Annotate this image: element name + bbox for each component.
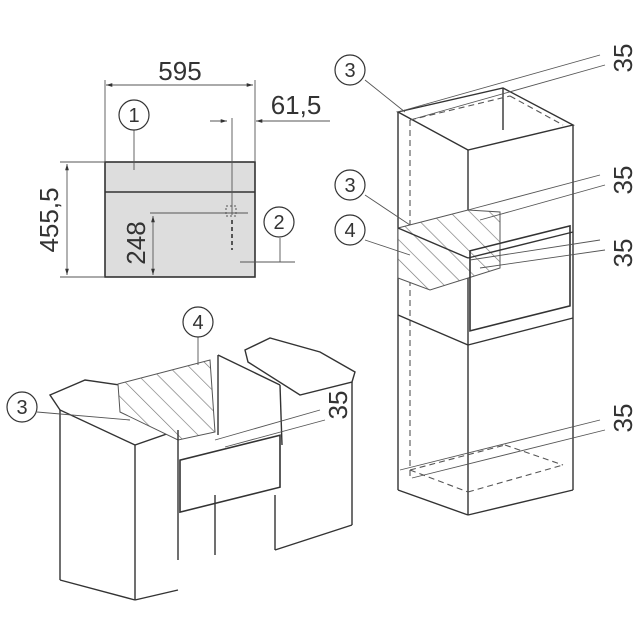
connection-height-label: 248 <box>121 221 151 264</box>
appliance-front <box>104 161 256 278</box>
base-cabinet: 35 4 3 <box>6 306 356 601</box>
front-view: 595 61,5 455,5 248 1 2 <box>34 56 330 278</box>
callout-3-base: 3 <box>6 391 38 423</box>
offset-label: 61,5 <box>271 90 322 120</box>
gap-label-middle: 35 <box>608 239 638 268</box>
svg-text:4: 4 <box>344 220 355 242</box>
height-label: 455,5 <box>34 187 64 252</box>
svg-text:2: 2 <box>273 212 284 234</box>
tall-cabinet: 35 35 35 35 3 3 4 <box>334 44 638 516</box>
gap-label-base: 35 <box>323 391 353 420</box>
callout-2: 2 <box>263 206 295 238</box>
callout-1: 1 <box>118 99 150 131</box>
gap-label-upper: 35 <box>608 166 638 195</box>
callout-4-tall: 4 <box>334 214 366 246</box>
callout-4-base: 4 <box>182 306 214 338</box>
callout-3-mid: 3 <box>334 169 366 201</box>
callout-3-top: 3 <box>334 54 366 86</box>
gap-label-bottom: 35 <box>608 404 638 433</box>
svg-text:1: 1 <box>128 105 139 127</box>
gap-label-top: 35 <box>608 44 638 73</box>
svg-text:3: 3 <box>344 175 355 197</box>
width-label: 595 <box>158 56 201 86</box>
svg-text:3: 3 <box>16 397 27 419</box>
svg-text:3: 3 <box>344 60 355 82</box>
svg-text:4: 4 <box>192 312 203 334</box>
